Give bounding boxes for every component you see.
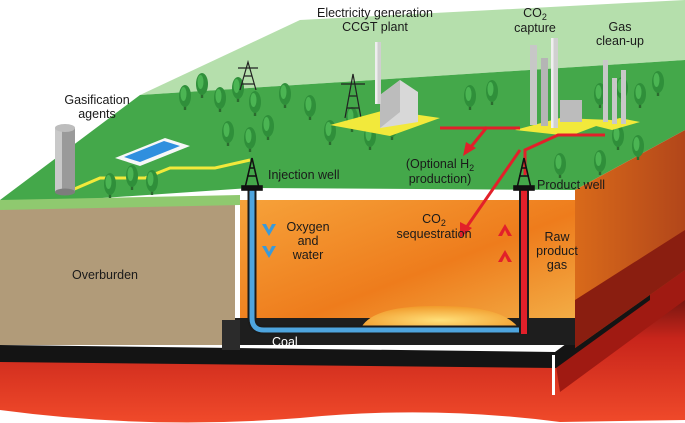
oxygen-water-label: Oxygen and water <box>286 220 330 262</box>
hot-zone <box>240 200 575 330</box>
co2-capture-label: CO2 capture <box>514 6 556 35</box>
bedrock-band <box>0 282 650 368</box>
magma-layer <box>0 270 685 423</box>
gasification-cavity <box>360 305 520 330</box>
raw-gas-flow-arrows <box>498 224 512 262</box>
sequestration-arrow <box>464 149 522 229</box>
h2-arrow <box>468 126 489 149</box>
coal-label: Coal <box>272 335 298 349</box>
power-plant-icon <box>375 42 418 128</box>
surface-pipeline <box>71 158 251 192</box>
gasification-agents-label: Gasification agents <box>64 93 130 121</box>
overburden-block <box>0 200 235 345</box>
chimney-icon <box>530 38 626 128</box>
optional-h2-label: (Optional H2 production) <box>405 157 475 186</box>
coal-seam-step <box>222 320 240 350</box>
well-derrick-icon <box>241 157 263 191</box>
silo-icon <box>55 124 75 196</box>
product-well-label: Product well <box>537 178 606 192</box>
capture-pad <box>515 118 612 136</box>
co2-sequestration-label: CO2 sequestration <box>396 212 472 241</box>
product-well <box>513 157 535 334</box>
raw-product-gas-label: Raw product gas <box>536 230 578 272</box>
oxygen-flow-arrows <box>262 224 276 258</box>
cutaway-side-dark <box>575 230 685 348</box>
grass-surface-far <box>140 0 685 95</box>
electricity-generation-label: Electricity generation CCGT plant <box>316 6 434 34</box>
well-derrick-icon <box>513 157 535 191</box>
overburden-label: Overburden <box>72 268 139 282</box>
pylon-icon <box>238 59 365 119</box>
gas-cleanup-label: Gas clean-up <box>596 20 644 48</box>
face-divider <box>552 355 555 395</box>
magma-right-face <box>555 270 685 392</box>
overburden-top-edge <box>0 195 240 210</box>
injection-well <box>241 157 520 335</box>
injection-well-label: Injection well <box>268 168 340 182</box>
